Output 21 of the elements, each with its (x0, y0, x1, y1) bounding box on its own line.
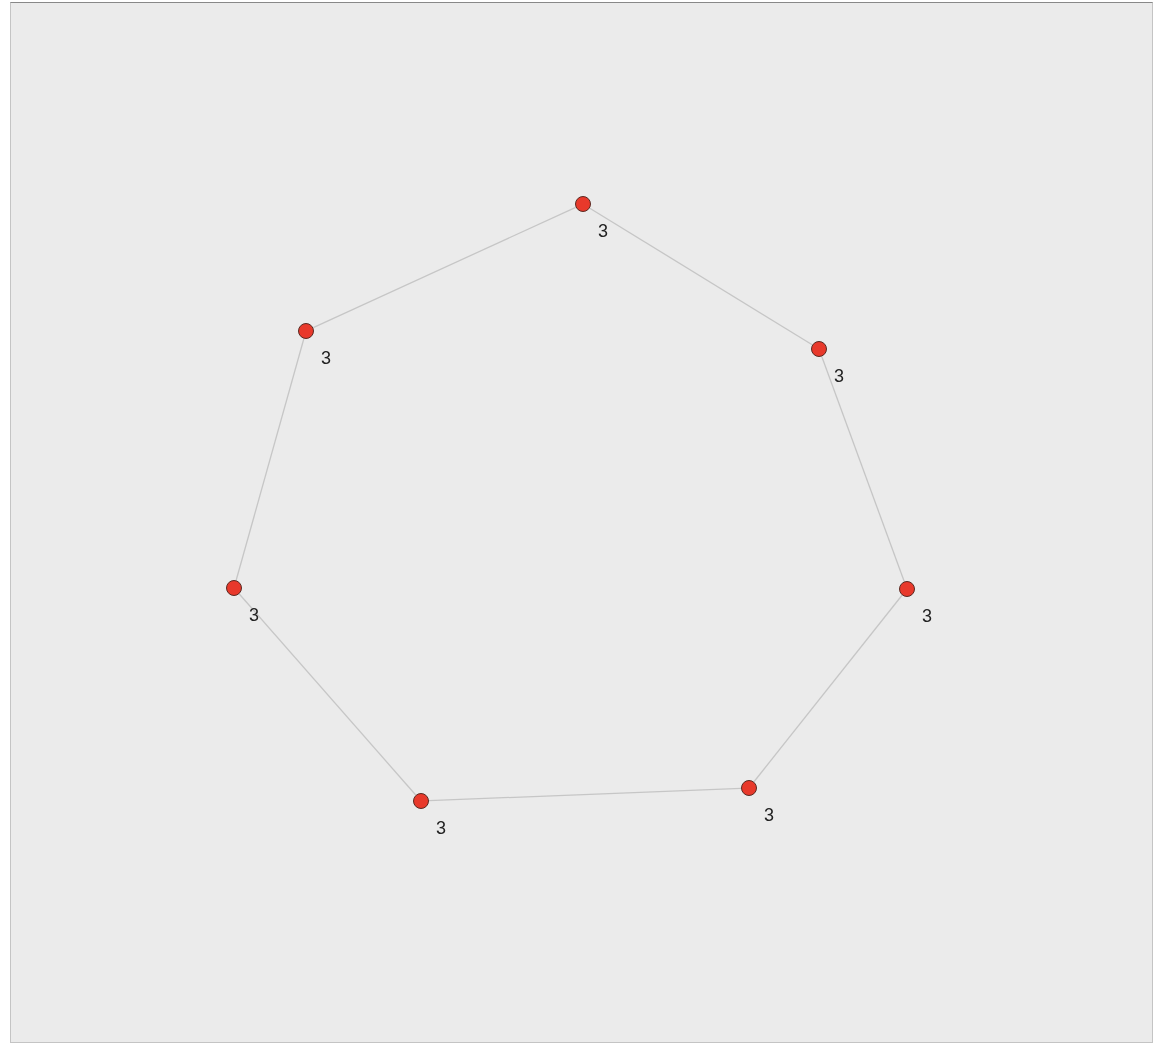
edge-line (821, 355, 905, 583)
node-dot (226, 580, 242, 596)
node-dot (298, 323, 314, 339)
edge-line (312, 206, 577, 329)
degree-label: 3 (249, 606, 259, 624)
degree-label: 3 (764, 806, 774, 824)
node-dot (575, 196, 591, 212)
node-dot (811, 341, 827, 357)
degree-label: 3 (834, 367, 844, 385)
edge-line (753, 594, 903, 783)
degree-label: 3 (922, 607, 932, 625)
edge-line (238, 593, 417, 796)
degree-label: 3 (598, 222, 608, 240)
degree-label: 3 (436, 819, 446, 837)
edge-line (428, 787, 742, 802)
degree-label: 3 (321, 349, 331, 367)
node-dot (741, 780, 757, 796)
edge-line (589, 207, 813, 346)
node-dot (899, 581, 915, 597)
node-dot (413, 793, 429, 809)
edge-line (235, 338, 305, 581)
